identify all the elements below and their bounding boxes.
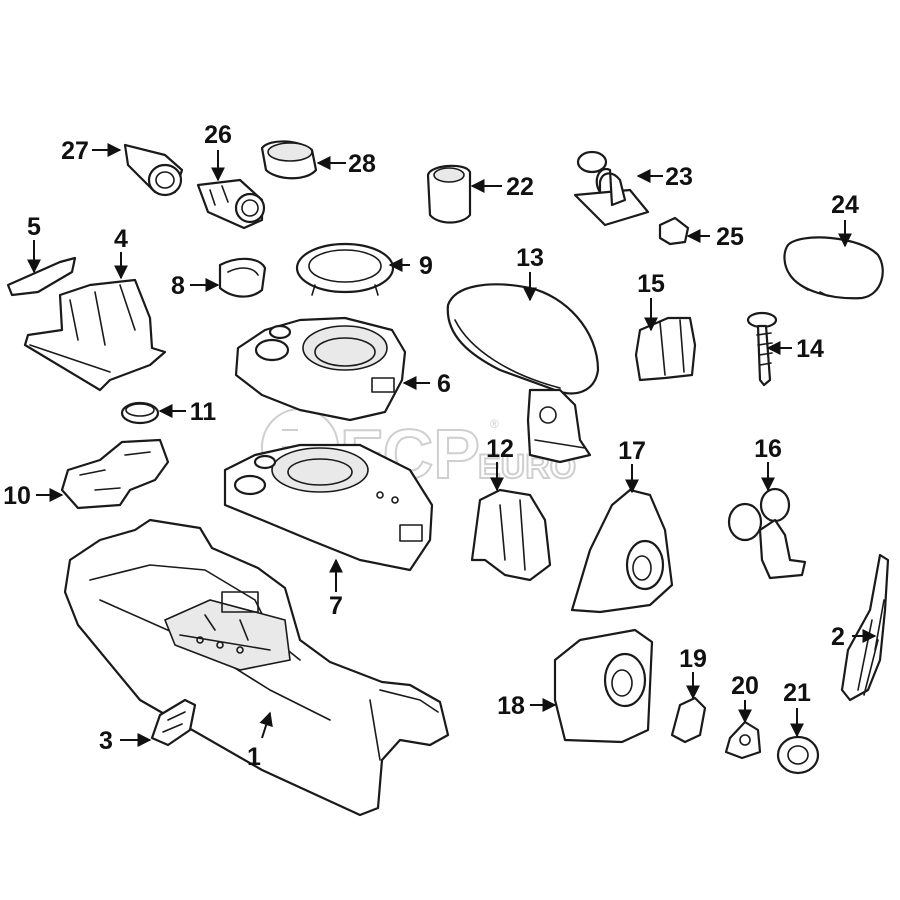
part-15-holder[interactable] — [634, 316, 697, 382]
callout-9[interactable]: 9 — [419, 252, 433, 280]
part-8-clip-ring[interactable] — [218, 257, 267, 298]
part-4-side-panel[interactable] — [23, 278, 167, 392]
callout-10[interactable]: 10 — [3, 482, 31, 510]
callout-1[interactable]: 1 — [247, 743, 261, 771]
callout-labels: 1 2 3 4 5 6 7 8 9 10 11 12 13 14 15 16 1… — [3, 121, 859, 771]
callout-2[interactable]: 2 — [831, 623, 845, 651]
part-5-trim[interactable] — [6, 256, 77, 297]
part-17-cover-cone[interactable] — [570, 488, 674, 614]
part-6-upper-cover[interactable] — [234, 316, 407, 422]
callout-21[interactable]: 21 — [783, 679, 811, 707]
callout-arrows — [27, 143, 877, 747]
callout-25[interactable]: 25 — [716, 223, 744, 251]
callout-11[interactable]: 11 — [190, 398, 217, 426]
part-20-clip[interactable] — [724, 720, 762, 760]
callout-18[interactable]: 18 — [497, 692, 525, 720]
callout-23[interactable]: 23 — [665, 163, 693, 191]
callout-6[interactable]: 6 — [437, 370, 451, 398]
part-3-bracket[interactable] — [150, 698, 197, 747]
part-23-shifter[interactable] — [573, 150, 650, 227]
part-10-inner-bracket[interactable] — [60, 438, 170, 510]
part-14-screw[interactable] — [746, 311, 778, 387]
callout-22[interactable]: 22 — [506, 173, 534, 201]
callout-8[interactable]: 8 — [171, 272, 185, 300]
callout-17[interactable]: 17 — [618, 437, 646, 465]
callout-12[interactable]: 12 — [486, 435, 514, 463]
part-26-socket[interactable] — [196, 178, 266, 230]
callout-28[interactable]: 28 — [348, 150, 376, 178]
part-25-clip[interactable] — [658, 216, 690, 246]
callout-19[interactable]: 19 — [679, 645, 707, 673]
part-16-knob-mount[interactable] — [727, 487, 807, 580]
part-2-trim-strip[interactable] — [840, 553, 890, 702]
part-18-bottom-cover[interactable] — [553, 628, 654, 744]
part-12-armrest-bracket[interactable] — [470, 488, 552, 582]
part-28-plug[interactable] — [260, 140, 318, 180]
callout-5[interactable]: 5 — [27, 213, 41, 241]
part-1-console-base[interactable] — [63, 518, 450, 817]
part-13-armrest[interactable] — [446, 283, 600, 464]
callout-13[interactable]: 13 — [516, 244, 544, 272]
callout-20[interactable]: 20 — [731, 672, 759, 700]
callout-15[interactable]: 15 — [637, 270, 665, 298]
callout-7[interactable]: 7 — [329, 592, 343, 620]
part-9-ring[interactable] — [295, 242, 395, 296]
part-24-oval-pad[interactable] — [783, 236, 884, 300]
part-19-cap[interactable] — [670, 696, 707, 744]
callout-24[interactable]: 24 — [831, 191, 859, 219]
callout-3[interactable]: 3 — [99, 727, 113, 755]
part-7-lower-cover[interactable] — [223, 443, 434, 572]
callout-16[interactable]: 16 — [754, 435, 782, 463]
part-21-grommet[interactable] — [776, 735, 820, 775]
watermark-registered: ® — [490, 417, 499, 431]
part-27-socket[interactable] — [123, 143, 184, 197]
callout-14[interactable]: 14 — [796, 335, 824, 363]
callout-27[interactable]: 27 — [61, 137, 89, 165]
callout-26[interactable]: 26 — [204, 121, 232, 149]
part-11-cap[interactable] — [120, 401, 160, 425]
callout-4[interactable]: 4 — [114, 225, 128, 253]
part-22-cup[interactable] — [426, 164, 472, 224]
